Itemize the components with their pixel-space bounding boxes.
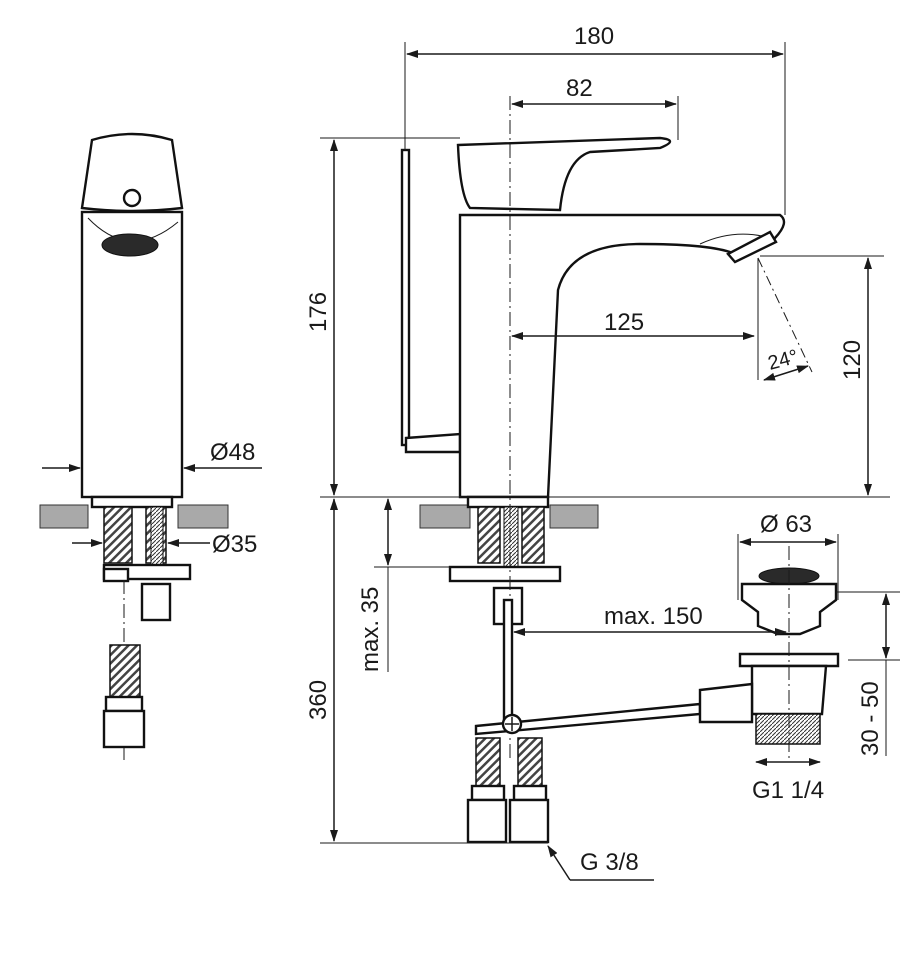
hose-nut-front-2a	[512, 784, 548, 802]
waste-thread	[755, 713, 821, 745]
pop-up-linkage-rod	[502, 598, 514, 732]
pop-up-waste	[698, 546, 840, 760]
dim-below-counter-length: 360	[305, 680, 332, 720]
dim-height: 176	[305, 292, 332, 332]
threaded-rod-side	[150, 506, 164, 570]
dim-waste-thread: G1 1/4	[752, 777, 824, 804]
base-ring-side	[90, 495, 174, 509]
countertop-front-right	[549, 504, 599, 529]
dim-waste-range: 30 - 50	[857, 681, 884, 756]
pop-up-knob	[404, 432, 462, 454]
dim-max-counter-thickness: max. 35	[357, 587, 384, 672]
spray-angle-arc	[763, 365, 809, 381]
fixing-plate-front	[448, 565, 562, 583]
hose-connector-side	[140, 582, 172, 622]
leader-g38-1	[547, 845, 571, 881]
fixing-nut-side	[102, 567, 130, 583]
spray-line-angled	[757, 257, 813, 373]
faucet-body-front	[458, 213, 786, 499]
waste-lever-socket	[698, 682, 754, 724]
countertop-right	[177, 504, 229, 529]
hose-front-1	[475, 737, 501, 787]
hose-side	[109, 644, 141, 698]
lever-screw-icon	[122, 188, 142, 208]
lever-front	[456, 136, 672, 212]
hose-nut-front-2b	[508, 798, 550, 844]
hose-front-2	[517, 737, 543, 787]
dim-spout-reach: 125	[604, 309, 644, 336]
hose-nut-side-2	[102, 709, 146, 749]
dim-lever-reach: 82	[566, 75, 593, 102]
dim-max-pop-up-distance: max. 150	[604, 603, 703, 630]
dim-overall-length: 180	[574, 23, 614, 50]
pop-up-rod	[400, 148, 411, 447]
lever-side	[80, 132, 184, 213]
threaded-rod-front	[503, 506, 519, 570]
dim-spout-height: 120	[839, 340, 866, 380]
countertop-left	[39, 504, 89, 529]
linkage-clamp-cross	[505, 717, 519, 731]
dim-waste-diameter: Ø 63	[760, 511, 812, 538]
shank-hatch-left	[103, 506, 133, 564]
hose-nut-front-1b	[466, 798, 508, 844]
shank-front-left	[477, 506, 501, 564]
dim-hose-thread: G 3/8	[580, 849, 639, 876]
faucet-body-side	[80, 210, 184, 499]
countertop-front-left	[419, 504, 471, 529]
base-ring-front	[466, 495, 550, 509]
spout-aerator	[726, 230, 778, 264]
waste-head	[740, 582, 838, 636]
front-view: 180 82 125 176 24° 120 max. 35 360	[305, 23, 900, 881]
side-view: Ø48 Ø35	[39, 132, 262, 760]
dim-shank-diameter: Ø35	[212, 531, 257, 558]
dim-body-diameter: Ø48	[210, 439, 255, 466]
hose-nut-front-1a	[470, 784, 506, 802]
hose-nut-side-1	[104, 695, 144, 713]
aerator-icon	[101, 233, 159, 257]
shank-front-right	[521, 506, 545, 564]
